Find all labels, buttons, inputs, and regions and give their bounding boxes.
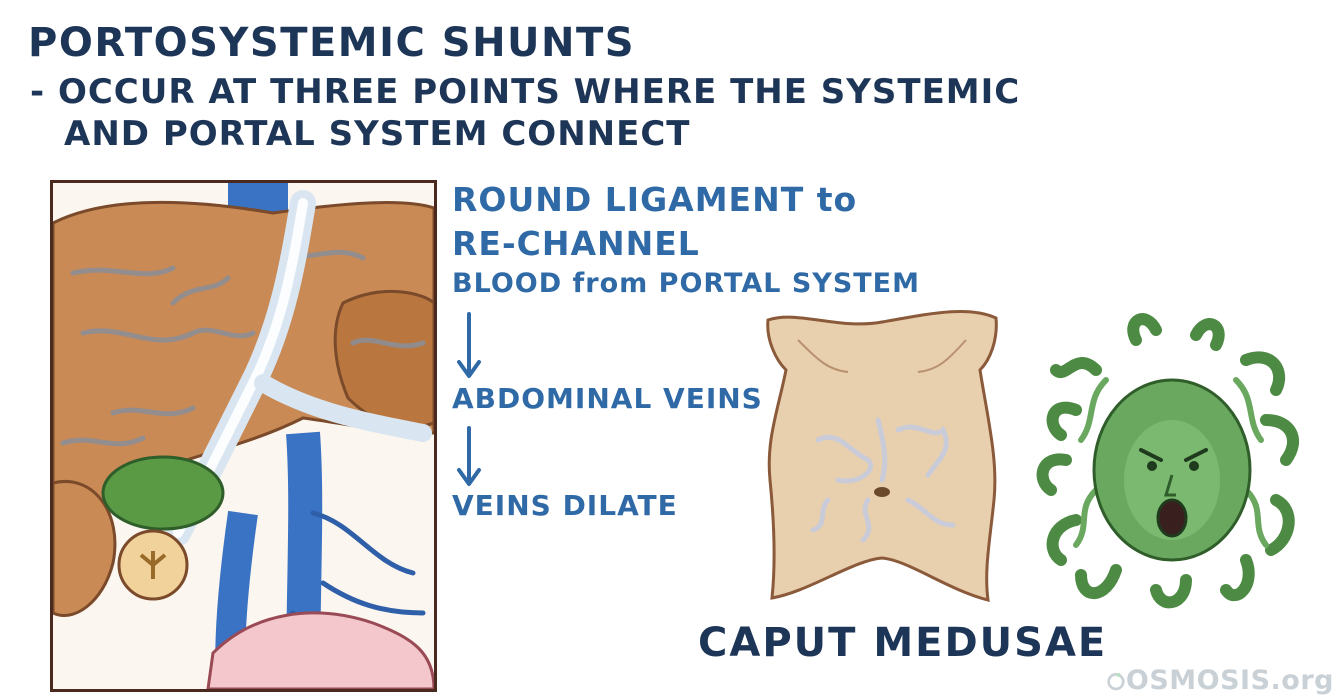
medusa-illustration xyxy=(1036,313,1300,609)
osmosis-logo-text: OSMOSIS.org xyxy=(1125,665,1334,696)
flow-line-1: ROUND LIGAMENT to xyxy=(452,180,858,219)
subtitle-line-2: AND PORTAL SYSTEM CONNECT xyxy=(64,114,691,154)
abdomen-illustration xyxy=(766,309,998,602)
down-arrow-icon xyxy=(457,312,481,378)
flow-step-veins-dilate: VEINS DILATE xyxy=(452,489,678,522)
caput-medusae-caption: CAPUT MEDUSAE xyxy=(698,620,1108,666)
flow-line-3: BLOOD from PORTAL SYSTEM xyxy=(452,268,920,299)
flow-step-abdominal-veins: ABDOMINAL VEINS xyxy=(452,382,763,415)
page-title: PORTOSYSTEMIC SHUNTS xyxy=(28,20,636,66)
osmosis-logo-icon xyxy=(1107,672,1125,690)
down-arrow-icon xyxy=(457,426,481,486)
flow-line-2: RE-CHANNEL xyxy=(452,224,700,263)
subtitle-line-1: - OCCUR AT THREE POINTS WHERE THE SYSTEM… xyxy=(30,72,1021,112)
osmosis-logo: OSMOSIS.org xyxy=(1106,662,1334,699)
liver-illustration xyxy=(50,180,437,692)
